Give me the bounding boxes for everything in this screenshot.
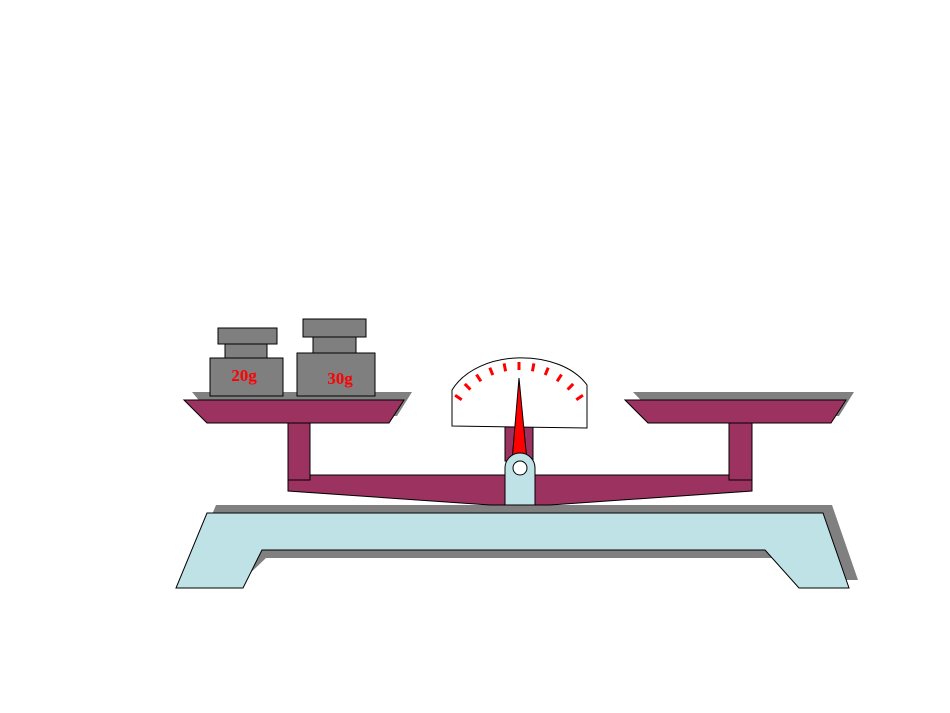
weight-30g-top: [302, 318, 367, 338]
right-pan: [623, 399, 847, 424]
weight-30g-label: 30g: [327, 369, 353, 388]
weight-30g-body: [296, 352, 376, 397]
dial-ticks: [454, 362, 584, 402]
weight-20g-label: 20g: [231, 366, 257, 385]
weight-20g-body: [209, 357, 284, 397]
dial-tick: [530, 363, 536, 372]
dial-tick: [488, 367, 495, 376]
left-pan-post: [287, 421, 311, 481]
dial-tick: [475, 373, 483, 383]
pivot-hole: [512, 460, 528, 476]
left-pan: [182, 399, 405, 424]
pivot-cap: [504, 452, 536, 506]
dial-tick: [454, 394, 463, 402]
dial-tick: [463, 382, 472, 391]
weight-20g-top: [217, 327, 278, 345]
weight-20g-neck: [224, 343, 268, 359]
dial-tick: [575, 394, 584, 402]
dial: [451, 357, 588, 462]
dial-tick: [566, 382, 575, 391]
dial-tick: [502, 363, 508, 372]
dial-tick: [543, 367, 550, 376]
weight-20g: 20g: [209, 327, 284, 397]
weight-30g-neck: [312, 336, 357, 354]
weight-30g: 30g: [296, 318, 376, 397]
right-pan-post: [728, 421, 753, 481]
dial-tick: [555, 373, 563, 383]
scale-base: [175, 512, 850, 589]
